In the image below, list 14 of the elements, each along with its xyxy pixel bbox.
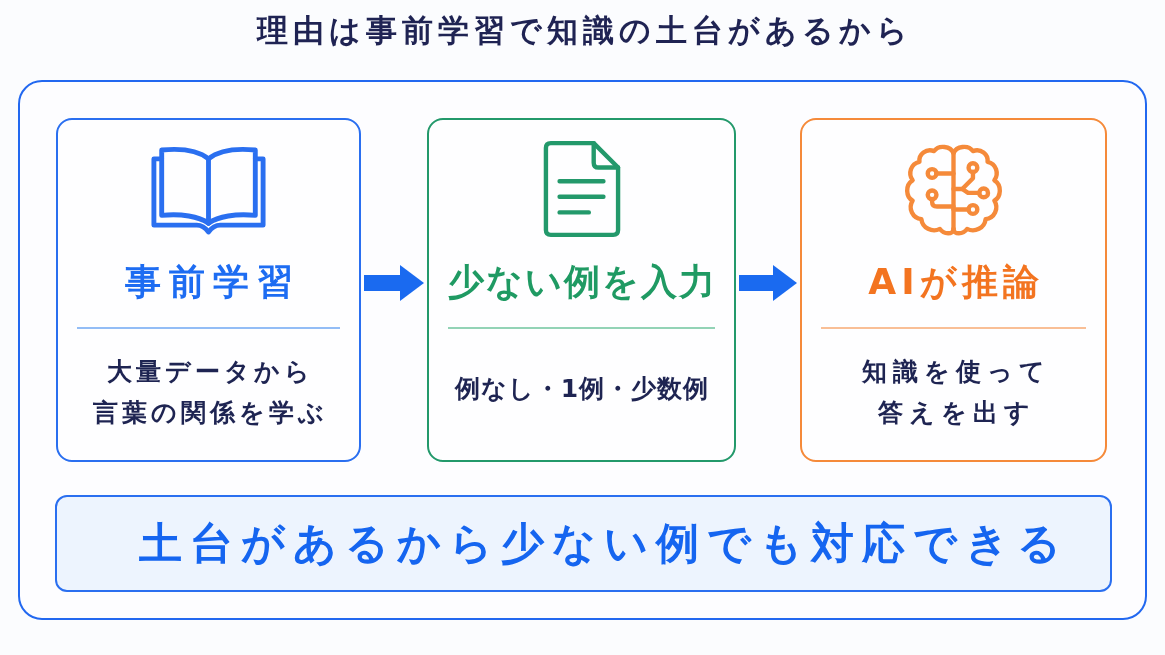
step-description: 例なし・1例・少数例 — [453, 372, 710, 405]
step-card — [56, 118, 361, 462]
step-card — [800, 118, 1107, 462]
step-card — [427, 118, 736, 462]
step-heading: 事前学習 — [123, 260, 301, 304]
arrow — [364, 265, 424, 301]
title: 理由は事前学習で知識の土台があるから — [255, 11, 913, 50]
step-description: 知識を使って答えを出す — [861, 356, 1052, 429]
step-heading: AIが推論 — [867, 260, 1044, 304]
arrow — [739, 265, 797, 301]
outer-frame — [18, 80, 1147, 620]
step-description: 大量データから言葉の関係を学ぶ — [92, 356, 329, 429]
step-heading: 少ない例を入力 — [447, 260, 717, 304]
summary-banner: 土台があるから少ない例でも対応できる — [55, 495, 1112, 592]
